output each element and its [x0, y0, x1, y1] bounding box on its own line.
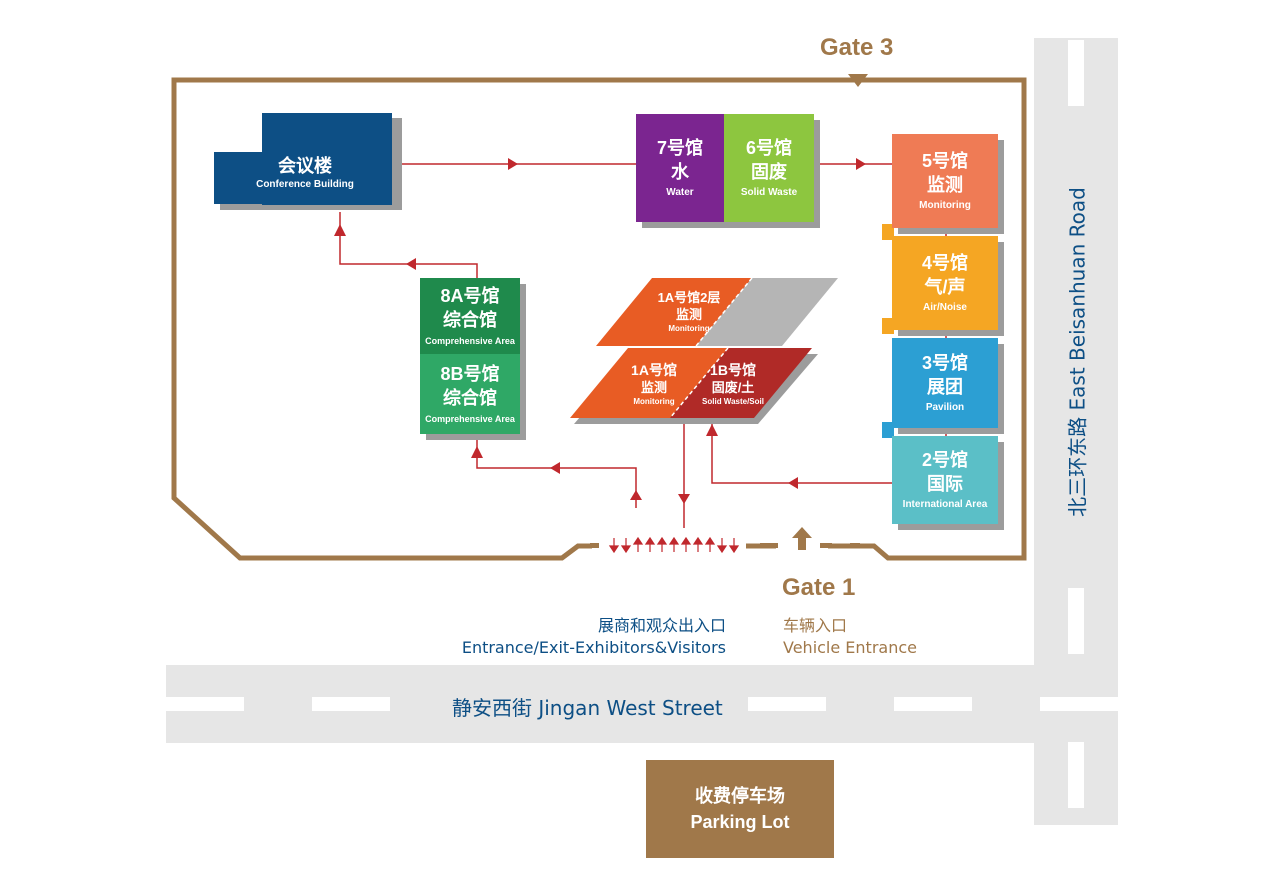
- hall-1b-en: Solid Waste/Soil: [702, 397, 764, 406]
- parking-lot-en: Parking Lot: [690, 812, 790, 832]
- jingan-west-street-label: 静安西街 Jingan West Street: [452, 696, 723, 720]
- hall-7-theme: 水: [671, 162, 689, 182]
- gate3-marker: [848, 74, 868, 87]
- parking-lot-cn: 收费停车场: [695, 786, 785, 806]
- hall-6-theme: 固废: [751, 162, 787, 182]
- vehicle-entrance-arrow: [792, 527, 812, 550]
- hall-5-number: 5号馆: [921, 151, 968, 171]
- hall-1b-theme: 固废/土: [711, 380, 755, 395]
- hall-8b-number: 8B号馆: [440, 364, 500, 384]
- road-dash: [1068, 742, 1084, 808]
- hall-7-number: 7号馆: [656, 138, 703, 158]
- hall-4-notch: [882, 318, 894, 334]
- conference-en: Conference Building: [256, 179, 354, 190]
- hall-4-theme: 气/声: [924, 277, 966, 297]
- road-dash: [1068, 40, 1084, 106]
- hall-1a-2f-shape: [596, 278, 752, 346]
- hall-1a-en: Monitoring: [633, 397, 675, 406]
- road-dash: [1040, 697, 1118, 711]
- hall-8a-theme: 综合馆: [443, 310, 497, 330]
- conference-building[interactable]: 会议楼 Conference Building: [240, 150, 370, 196]
- hall-3-notch: [882, 422, 894, 438]
- conference-building-wing: [214, 152, 314, 204]
- hall-1a-2f[interactable]: 1A号馆2层 监测 Monitoring: [634, 284, 744, 338]
- hall-6-number: 6号馆: [745, 138, 792, 158]
- hall-2-theme: 国际: [927, 474, 963, 494]
- hall-3-number: 3号馆: [921, 353, 968, 373]
- hall-8b-en: Comprehensive Area: [425, 414, 515, 424]
- hall-8b-theme: 综合馆: [443, 388, 497, 408]
- hall-6-en: Solid Waste: [740, 187, 798, 198]
- hall-4[interactable]: 4号馆 气/声 Air/Noise: [892, 236, 998, 330]
- hall-4-number: 4号馆: [921, 253, 968, 273]
- hall-1a-2f-number: 1A号馆2层: [657, 289, 721, 305]
- hall-1b[interactable]: 1B号馆 固废/土 Solid Waste/Soil: [680, 356, 786, 412]
- hall-8b[interactable]: 8B号馆 综合馆 Comprehensive Area: [420, 354, 520, 434]
- hall-5[interactable]: 5号馆 监测 Monitoring: [892, 134, 998, 228]
- hall-8a-number: 8A号馆: [440, 286, 500, 306]
- road-dash: [166, 697, 244, 711]
- hall-1a-theme: 监测: [640, 380, 667, 395]
- hall-2-en: International Area: [902, 499, 988, 510]
- hall-7-en: Water: [666, 187, 694, 198]
- hall-5-en: Monitoring: [919, 200, 971, 211]
- east-beisanhuan-road-label: 北三环东路 East Beisanhuan Road: [1065, 187, 1090, 517]
- hall-2[interactable]: 2号馆 国际 International Area: [892, 436, 998, 524]
- road-dash: [748, 697, 826, 711]
- hall-1a-2f-en: Monitoring: [668, 323, 710, 333]
- hall-6[interactable]: 6号馆 固废 Solid Waste: [724, 114, 814, 222]
- hall-8a-en: Comprehensive Area: [425, 336, 515, 346]
- vehicle-entrance-en: Vehicle Entrance: [783, 638, 917, 657]
- parking-lot[interactable]: 收费停车场 Parking Lot: [646, 760, 834, 858]
- visitor-entrance-en: Entrance/Exit-Exhibitors&Visitors: [461, 638, 726, 657]
- hall-1a[interactable]: 1A号馆 监测 Monitoring: [604, 356, 704, 412]
- gate-3-label: Gate 3: [820, 34, 894, 61]
- hall-3-en: Pavilion: [925, 402, 965, 413]
- hall-1a-2f-theme: 监测: [675, 306, 702, 322]
- hall-5-notch: [882, 224, 894, 240]
- conference-cn: 会议楼: [278, 156, 332, 176]
- hall-2-number: 2号馆: [921, 450, 968, 470]
- hall-7[interactable]: 7号馆 水 Water: [636, 114, 724, 222]
- hall-1a-shape: [570, 348, 728, 418]
- hall-1b-number: 1B号馆: [710, 362, 756, 378]
- gate-1-label: Gate 1: [782, 574, 856, 601]
- hall-1a-number: 1A号馆: [631, 362, 677, 378]
- road-dash: [894, 697, 972, 711]
- visitor-entrance-cn: 展商和观众出入口: [597, 616, 726, 635]
- east-beisanhuan-road: [1034, 38, 1118, 825]
- hall-1a-2f-grey-shape: [696, 278, 838, 346]
- vehicle-entrance-cn: 车辆入口: [783, 616, 848, 635]
- hall-8a[interactable]: 8A号馆 综合馆 Comprehensive Area: [420, 278, 520, 354]
- hall-3[interactable]: 3号馆 展团 Pavilion: [892, 338, 998, 428]
- hall-5-theme: 监测: [927, 175, 963, 195]
- road-dash: [1068, 588, 1084, 654]
- road-dash: [312, 697, 390, 711]
- hall-3-theme: 展团: [927, 377, 963, 397]
- hall-4-en: Air/Noise: [923, 302, 967, 313]
- hall-1b-shape: [670, 348, 812, 418]
